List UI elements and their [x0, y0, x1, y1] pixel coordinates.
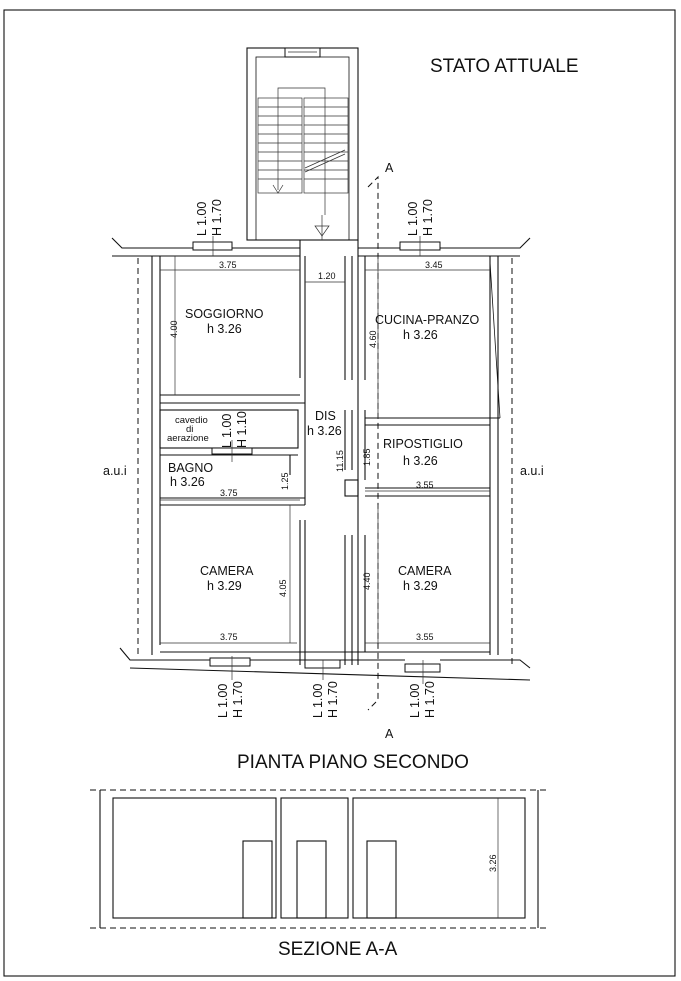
dim-326-section: 3.26: [488, 854, 498, 872]
window-leaders: [212, 236, 424, 684]
dim-355-rip: 3.55: [416, 480, 434, 490]
window-bottom-left-height: H 1.70: [231, 681, 245, 718]
dimension-lines: [160, 256, 490, 643]
room-soggiorno-name: SOGGIORNO: [185, 307, 264, 321]
window-cavedio-height: H 1.10: [235, 411, 249, 448]
dim-185: 1.85: [362, 448, 372, 466]
room-bagno-height: h 3.26: [170, 475, 205, 489]
section-drawing: [90, 789, 548, 929]
section-marker-bottom: A: [385, 727, 394, 741]
room-camera-left-height: h 3.29: [207, 579, 242, 593]
room-ripostiglio-name: RIPOSTIGLIO: [383, 437, 463, 451]
window-bottom-left-width: L 1.00: [216, 684, 230, 718]
drawing-title: STATO ATTUALE: [430, 56, 579, 77]
dim-375-bagno: 3.75: [220, 488, 238, 498]
dim-375-top: 3.75: [219, 260, 237, 270]
section-cut-line: [367, 175, 379, 711]
room-camera-right-name: CAMERA: [398, 564, 452, 578]
plan-title: PIANTA PIANO SECONDO: [237, 752, 469, 773]
aui-boundaries: [137, 258, 513, 665]
window-top-right-height: H 1.70: [421, 199, 435, 236]
stairwell: [246, 47, 359, 241]
window-bottom-right-height: H 1.70: [423, 681, 437, 718]
room-bagno-name: BAGNO: [168, 461, 213, 475]
dim-345: 3.45: [425, 260, 443, 270]
window-cavedio-width: L 1.00: [220, 414, 234, 448]
cavedio-label-3: aerazione: [167, 433, 209, 444]
window-top-left-height: H 1.70: [210, 199, 224, 236]
window-top-right-width: L 1.00: [406, 202, 420, 236]
room-soggiorno-height: h 3.26: [207, 322, 242, 336]
dim-1115: 11.15: [335, 450, 345, 472]
window-top-left-width: L 1.00: [195, 202, 209, 236]
room-camera-right-height: h 3.29: [403, 579, 438, 593]
room-dis-height: h 3.26: [307, 424, 342, 438]
sheet-border: [3, 9, 676, 977]
dim-355-bottom: 3.55: [416, 632, 434, 642]
room-cucina-name: CUCINA-PRANZO: [375, 313, 479, 327]
aui-label-left: a.u.i: [103, 464, 127, 478]
cavedio-label-1: cavedio: [175, 415, 208, 426]
window-bottom-mid-height: H 1.70: [326, 681, 340, 718]
room-ripostiglio-height: h 3.26: [403, 454, 438, 468]
dim-120: 1.20: [318, 271, 336, 281]
dim-405: 4.05: [278, 579, 288, 597]
dim-400: 4.00: [169, 320, 179, 338]
section-marker-top: A: [385, 161, 394, 175]
aui-label-right: a.u.i: [520, 464, 544, 478]
room-cucina-height: h 3.26: [403, 328, 438, 342]
dim-125: 1.25: [280, 472, 290, 490]
dim-375-bottom: 3.75: [220, 632, 238, 642]
dim-440: 4.40: [362, 572, 372, 590]
room-camera-left-name: CAMERA: [200, 564, 254, 578]
cavedio-label-2: di: [186, 424, 193, 435]
section-title: SEZIONE A-A: [278, 939, 398, 960]
dim-460: 4.60: [368, 330, 378, 348]
window-bottom-mid-width: L 1.00: [311, 684, 325, 718]
window-bottom-right-width: L 1.00: [408, 684, 422, 718]
room-dis-name: DIS: [315, 409, 336, 423]
